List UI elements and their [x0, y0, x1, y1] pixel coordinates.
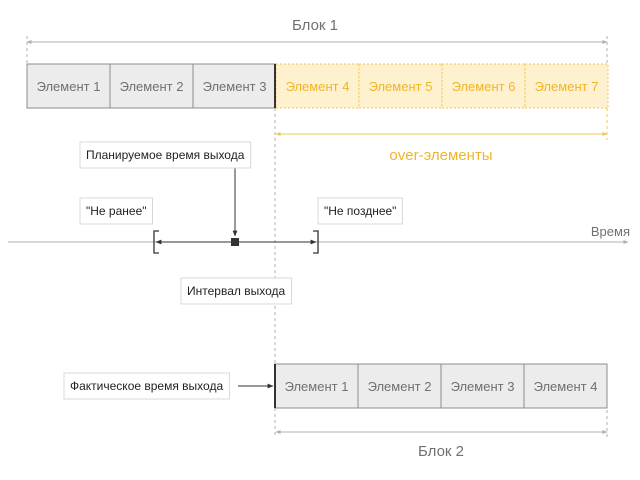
- planned-time-label: Планируемое время выхода: [86, 148, 245, 162]
- interval-right-bracket: [313, 230, 319, 254]
- block2-element-1: [274, 363, 359, 409]
- block2-element-4: [523, 363, 608, 409]
- block1-element-6-label: Элемент 6: [452, 79, 516, 94]
- over-elements-label: over-элементы: [389, 147, 492, 164]
- block1-element-2: [109, 63, 194, 109]
- interval-left-bracket: [153, 230, 159, 254]
- block1-element-1-label: Элемент 1: [37, 79, 101, 94]
- block2-title: Блок 2: [418, 443, 464, 460]
- block2-element-3: [440, 363, 525, 409]
- interval-label: Интервал выхода: [187, 284, 285, 298]
- block1-title: Блок 1: [292, 17, 338, 34]
- not-earlier-label: "Не ранее": [86, 204, 147, 218]
- block1-element-2-label: Элемент 2: [120, 79, 184, 94]
- planned-time-marker: [231, 238, 239, 246]
- time-axis-label: Время: [591, 224, 630, 239]
- block1-element-6: [441, 63, 526, 109]
- block2-element-3-label: Элемент 3: [451, 379, 515, 394]
- block1-element-5-label: Элемент 5: [369, 79, 433, 94]
- block1-elements: Элемент 1 Элемент 2 Элемент 3 Элемент 4 Элем…: [26, 63, 609, 109]
- actual-time-callout: Фактическое время выхода: [63, 372, 230, 400]
- block2-element-1-label: Элемент 1: [285, 379, 349, 394]
- block1-element-7-label: Элемент 7: [535, 79, 599, 94]
- block2-element-2-label: Элемент 2: [368, 379, 432, 394]
- actual-time-label: Фактическое время выхода: [70, 379, 223, 393]
- block1-element-3-label: Элемент 3: [203, 79, 267, 94]
- block2-element-4-label: Элемент 4: [534, 379, 598, 394]
- block1-element-5: [358, 63, 443, 109]
- block1-element-7: [524, 63, 609, 109]
- planned-time-callout: Планируемое время выхода: [79, 141, 252, 169]
- block2-element-2: [357, 363, 442, 409]
- interval-callout: Интервал выхода: [180, 277, 292, 305]
- not-earlier-callout: "Не ранее": [79, 197, 154, 225]
- block1-element-4-label: Элемент 4: [286, 79, 350, 94]
- block2-elements: Элемент 1 Элемент 2 Элемент 3 Элемент 4: [274, 363, 608, 409]
- not-later-label: "Не позднее": [324, 204, 396, 218]
- not-later-callout: "Не позднее": [317, 197, 403, 225]
